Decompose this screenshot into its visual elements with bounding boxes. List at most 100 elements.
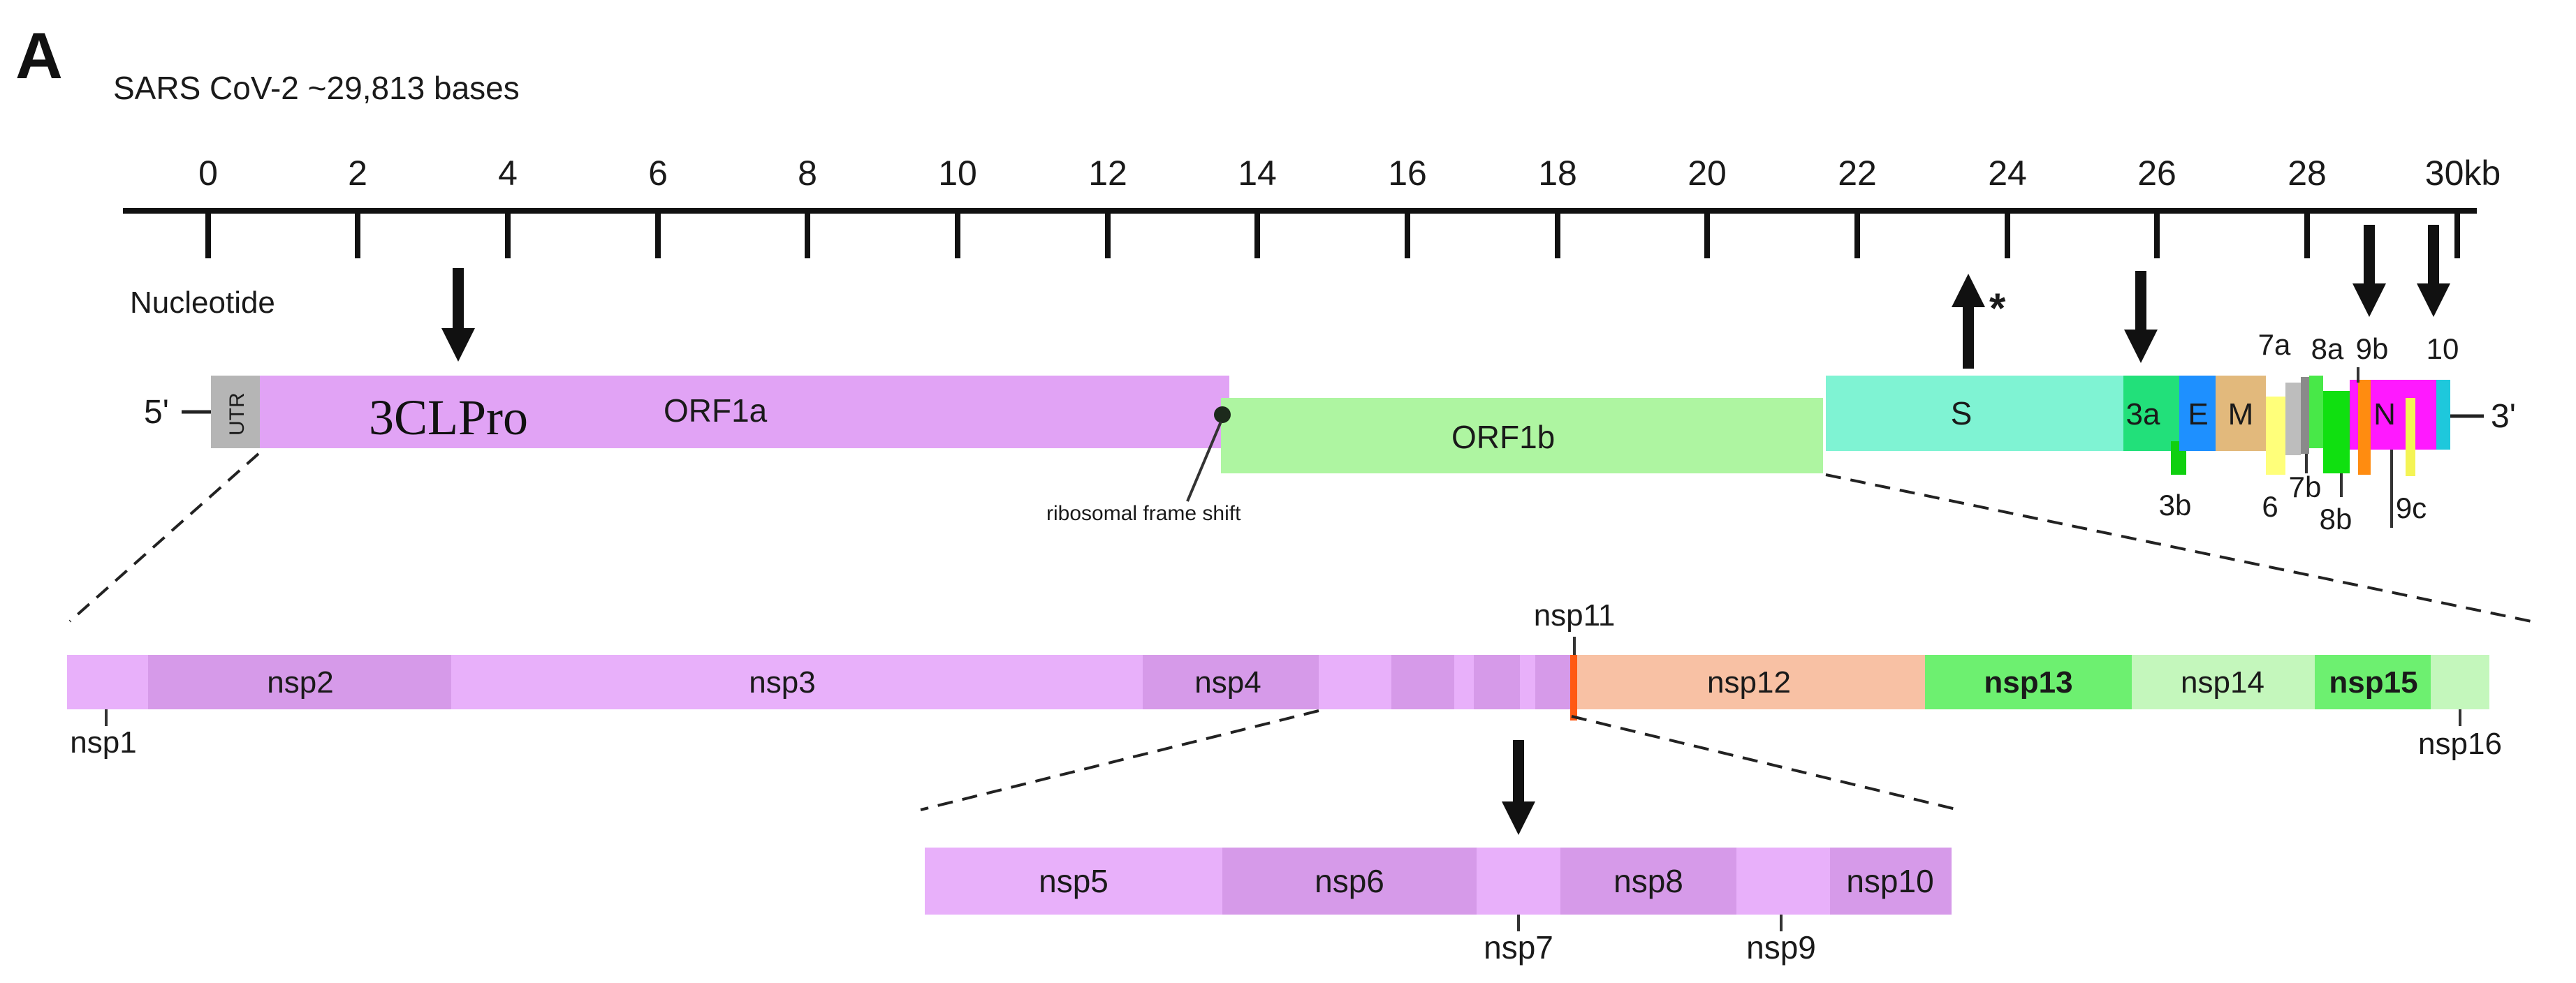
axis-tick-label: 0 — [198, 154, 218, 193]
axis-tick-label: 14 — [1238, 154, 1277, 193]
nsp9-block — [1736, 848, 1830, 915]
gene-8a-block — [2309, 376, 2323, 448]
nsp2-label: nsp2 — [267, 665, 333, 700]
gene-9c-block — [2406, 398, 2415, 476]
nsp15-label: nsp15 — [2329, 665, 2417, 700]
axis-tick-label: 12 — [1088, 154, 1127, 193]
nsp3-block — [451, 655, 1143, 709]
gene-9b-label: 9b — [2356, 332, 2389, 365]
nsp11-block — [1570, 655, 1577, 720]
gene-6-block — [2266, 397, 2285, 475]
zoom-connectors-top — [68, 452, 2532, 623]
axis-tick-label: 20 — [1688, 154, 1727, 193]
nsp3-label: nsp3 — [749, 665, 815, 700]
utr-block — [211, 376, 260, 448]
nsp9-label: nsp9 — [1746, 929, 1816, 966]
axis-tick-label: 30kb — [2425, 154, 2501, 193]
orf1a-block — [260, 376, 1229, 448]
nsp10-block-small — [1535, 655, 1570, 709]
gene-e-block — [2179, 376, 2216, 451]
star-annotation: * — [1989, 285, 2006, 332]
nsp7-block-small — [1454, 655, 1474, 709]
axis-tick-label: 28 — [2288, 154, 2327, 193]
gene-3a-block — [2123, 376, 2179, 451]
gene-10-block — [2436, 380, 2450, 450]
axis-tick-label: 10 — [938, 154, 977, 193]
nsp-row-2-pointers — [1517, 915, 1783, 931]
axis-ticks — [205, 211, 2460, 258]
annotation-arrows — [441, 225, 2450, 835]
nsp16-label: nsp16 — [2418, 727, 2502, 761]
gene-7b-label: 7b — [2289, 471, 2322, 503]
utr-label: UTR — [226, 392, 249, 436]
nsp6-block — [1222, 848, 1477, 915]
nsp1-label: nsp1 — [70, 725, 136, 760]
five-prime-label: 5' — [144, 394, 169, 431]
nsp-row-2-labels: nsp5 nsp6 nsp8 nsp10 nsp7 nsp9 — [1039, 863, 1934, 966]
axis-tick-label: 22 — [1838, 154, 1877, 193]
gene-10-label: 10 — [2427, 332, 2459, 365]
nsp6-label: nsp6 — [1315, 863, 1384, 899]
nsp15-block — [2315, 655, 2431, 709]
nucleotide-label: Nucleotide — [130, 286, 275, 320]
nsp8-block-small — [1474, 655, 1520, 709]
gene-3a-label: 3a — [2126, 397, 2160, 431]
nsp16-block — [2431, 655, 2489, 709]
panel-letter: A — [15, 19, 63, 92]
nsp-row-1-pointers — [105, 637, 2461, 726]
gene-9c-label: 9c — [2396, 492, 2427, 524]
frame-shift-label: ribosomal frame shift — [1046, 502, 1241, 525]
nsp14-block — [2132, 655, 2315, 709]
nsp13-label: nsp13 — [1984, 665, 2072, 700]
axis-tick-label: 4 — [498, 154, 518, 193]
nsp5-block — [925, 848, 1222, 915]
gene-n-label: N — [2373, 397, 2396, 431]
gene-m-label: M — [2228, 397, 2254, 431]
nsp12-block — [1577, 655, 1925, 709]
nsp10-label: nsp10 — [1846, 863, 1933, 899]
protease-label: 3CLPro — [369, 390, 528, 445]
frame-shift-dot — [1214, 406, 1231, 423]
spike-label: S — [1951, 395, 1973, 431]
axis-tick-label: 6 — [648, 154, 668, 193]
frame-shift-pointer — [1186, 421, 1222, 502]
genome-title: SARS CoV-2 ~29,813 bases — [113, 70, 520, 106]
gene-m-block — [2216, 376, 2266, 451]
nsp7-label: nsp7 — [1484, 929, 1553, 966]
orf1b-label: ORF1b — [1451, 419, 1555, 455]
gene-8b-block — [2323, 391, 2350, 473]
gene-pointer-lines — [2305, 367, 2393, 528]
nsp13-block — [1925, 655, 2132, 709]
three-prime-label: 3' — [2491, 398, 2516, 435]
axis-tick-label: 2 — [348, 154, 367, 193]
axis-tick-label: 8 — [798, 154, 817, 193]
small-gene-labels: 3b 6 7a 7b 8a 8b 9b 9c 10 — [2159, 328, 2459, 535]
gene-6-label: 6 — [2262, 490, 2278, 523]
nsp4-label: nsp4 — [1194, 665, 1261, 700]
nsp1-block — [67, 655, 148, 709]
nsp7-block — [1477, 848, 1560, 915]
orf1a-label: ORF1a — [664, 392, 768, 429]
gene-8a-label: 8a — [2311, 332, 2344, 365]
axis-tick-label: 18 — [1538, 154, 1577, 193]
nsp11-label: nsp11 — [1534, 598, 1616, 633]
nsp9-block-small — [1520, 655, 1535, 709]
nsp8-label: nsp8 — [1613, 863, 1683, 899]
axis-tick-label: 24 — [1988, 154, 2027, 193]
gene-7a-label: 7a — [2258, 328, 2291, 361]
gene-e-label: E — [2188, 397, 2208, 431]
nsp6-block-small — [1391, 655, 1454, 709]
nsp5-label: nsp5 — [1039, 863, 1108, 899]
spike-block — [1826, 376, 2125, 451]
axis-tick-label: 16 — [1388, 154, 1427, 193]
nsp-row-2 — [925, 848, 1952, 915]
nsp2-block — [148, 655, 451, 709]
nsp5-block-small — [1319, 655, 1391, 709]
gene-7a-block — [2285, 383, 2301, 455]
orf1b-block — [1221, 398, 1823, 473]
nsp-row-1-labels: nsp2 nsp3 nsp4 nsp12 nsp13 nsp14 nsp15 n… — [70, 598, 2502, 761]
axis-tick-label: 26 — [2137, 154, 2176, 193]
gene-3b-label: 3b — [2159, 489, 2192, 522]
nsp14-label: nsp14 — [2181, 665, 2264, 700]
